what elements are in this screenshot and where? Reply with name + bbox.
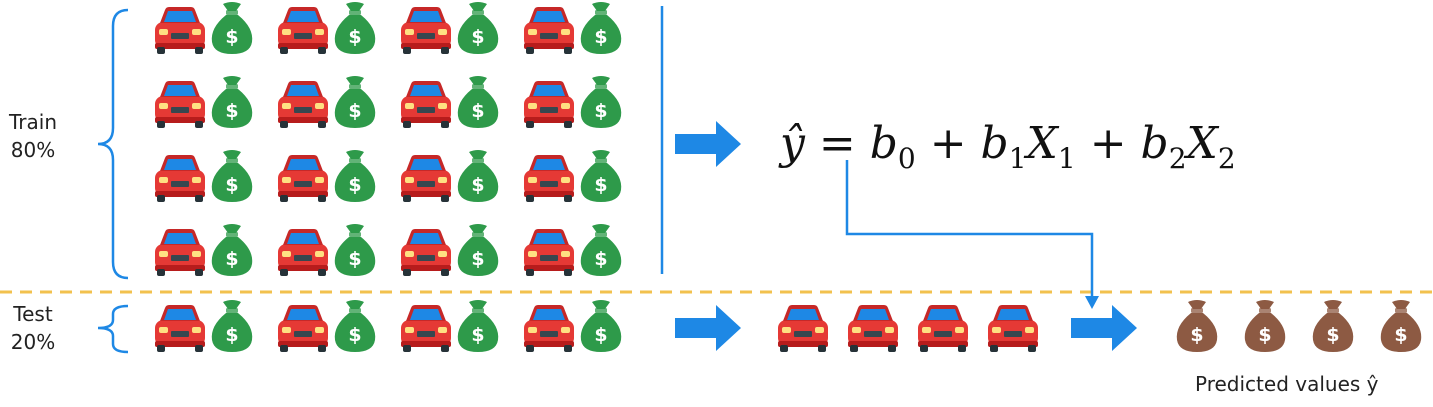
car-icon [278, 7, 328, 54]
car-icon [524, 305, 574, 352]
test-label: Test [13, 302, 53, 326]
money-bag-icon [580, 76, 622, 128]
money-bag-icon [580, 300, 622, 352]
money-bag-icon [211, 300, 253, 352]
money-bag-icon [457, 2, 499, 54]
formula-x2-sub: 2 [1217, 141, 1236, 175]
train-bracket [97, 8, 129, 280]
regression-formula: ŷ = b0 + b1X1 + b2X2 [780, 118, 1236, 175]
features-to-prediction-arrow [1071, 305, 1137, 351]
money-bag-icon [334, 2, 376, 54]
formula-b0-sub: 0 [897, 141, 916, 175]
car-icon [848, 305, 898, 352]
formula-equals: = [804, 118, 870, 169]
formula-b0: b [869, 118, 898, 169]
car-icon [155, 81, 205, 128]
car-icon [524, 229, 574, 276]
money-bag-icon [211, 2, 253, 54]
model-connector-line [845, 160, 1094, 298]
money-bag-icon [580, 150, 622, 202]
formula-x2: X [1186, 118, 1218, 169]
formula-yhat: ŷ [780, 118, 805, 169]
train-percent: 80% [10, 138, 56, 162]
car-icon [401, 229, 451, 276]
car-icon [524, 81, 574, 128]
car-icon [155, 155, 205, 202]
predicted-bags-group [1176, 300, 1422, 352]
money-bag-icon [457, 224, 499, 276]
car-icon [278, 229, 328, 276]
car-icon [278, 81, 328, 128]
formula-plus-2: + [1075, 118, 1141, 169]
car-icon [155, 7, 205, 54]
money-bag-icon [457, 300, 499, 352]
car-icon [155, 305, 205, 352]
formula-b1: b [980, 118, 1009, 169]
test-data-row [155, 300, 622, 352]
money-bag-icon [211, 224, 253, 276]
test-to-features-arrow [675, 305, 741, 351]
formula-b1-sub: 1 [1008, 141, 1027, 175]
predicted-bag-icon [1244, 300, 1286, 352]
money-bag-icon [334, 76, 376, 128]
predicted-values-label: Predicted values ŷ [1195, 372, 1379, 396]
test-bracket [97, 304, 129, 354]
money-bag-icon [334, 224, 376, 276]
money-bag-icon [580, 224, 622, 276]
money-bag-icon [211, 150, 253, 202]
money-bag-icon [457, 76, 499, 128]
money-bag-icon [334, 300, 376, 352]
test-percent: 20% [10, 330, 56, 354]
car-icon [155, 229, 205, 276]
car-icon [988, 305, 1038, 352]
car-icon [401, 7, 451, 54]
train-label: Train [9, 110, 57, 134]
formula-x1: X [1026, 118, 1058, 169]
car-icon [401, 305, 451, 352]
predicted-bag-icon [1380, 300, 1422, 352]
car-icon [524, 7, 574, 54]
formula-b2-sub: 2 [1168, 141, 1187, 175]
train-data-grid [155, 2, 622, 276]
money-bag-icon [580, 2, 622, 54]
car-icon [278, 155, 328, 202]
connector-arrowhead [1085, 296, 1099, 309]
predicted-bag-icon [1312, 300, 1354, 352]
car-icon [278, 305, 328, 352]
train-to-model-arrow [675, 121, 741, 167]
formula-plus-1: + [915, 118, 981, 169]
money-bag-icon [334, 150, 376, 202]
test-cars-group [778, 305, 1038, 352]
car-icon [524, 155, 574, 202]
car-icon [918, 305, 968, 352]
formula-b2: b [1140, 118, 1169, 169]
predicted-bag-icon [1176, 300, 1218, 352]
money-bag-icon [457, 150, 499, 202]
car-icon [401, 81, 451, 128]
formula-x1-sub: 1 [1057, 141, 1076, 175]
car-icon [401, 155, 451, 202]
car-icon [778, 305, 828, 352]
money-bag-icon [211, 76, 253, 128]
